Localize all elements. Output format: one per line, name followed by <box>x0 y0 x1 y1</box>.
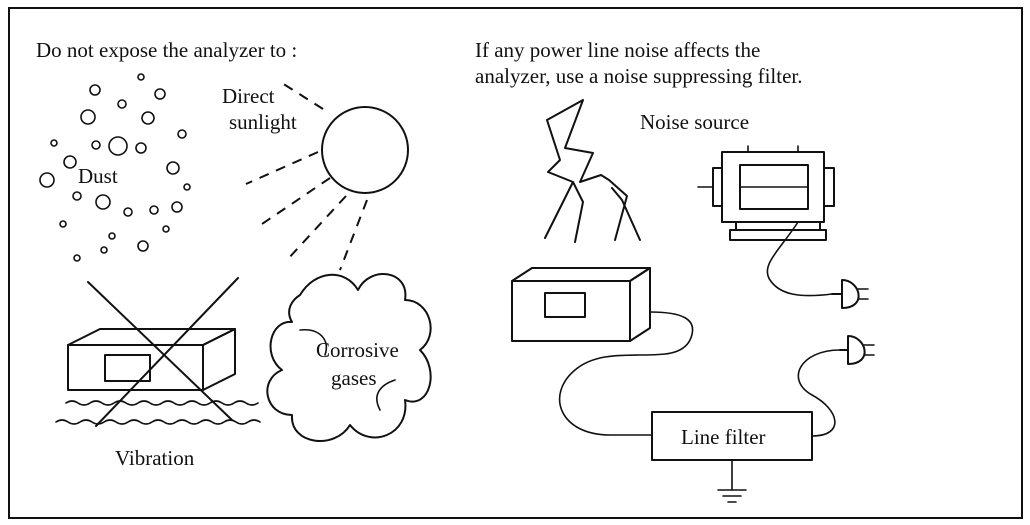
analyzer-cable <box>558 311 694 436</box>
direct-sunlight-label-2: sunlight <box>229 110 297 134</box>
gas-cloud-icon <box>266 273 432 442</box>
dust-label: Dust <box>78 164 118 188</box>
diagram-frame <box>8 7 1023 519</box>
dust-particles <box>39 73 191 262</box>
noise-source-label: Noise source <box>640 110 749 134</box>
sun-rays <box>245 82 368 271</box>
right-heading-line-1: If any power line noise affects the <box>475 38 760 62</box>
vibrating-analyzer-icon <box>67 328 236 391</box>
direct-sunlight-label-1: Direct <box>222 84 275 108</box>
lightning-bolt-icon <box>544 99 641 243</box>
analyzer-icon <box>511 267 651 342</box>
sun-icon <box>321 106 409 194</box>
vibration-waves-icon <box>55 400 261 425</box>
plug-icon-upper <box>831 279 869 309</box>
motor-icon <box>697 145 835 241</box>
corrosive-label-1: Corrosive <box>316 338 399 362</box>
prohibited-cross-icon <box>87 277 239 427</box>
right-heading-line-2: analyzer, use a noise suppressing filter… <box>475 64 802 88</box>
corrosive-label-2: gases <box>331 366 377 390</box>
left-heading: Do not expose the analyzer to : <box>36 38 297 62</box>
ground-icon <box>717 459 747 503</box>
filter-cable <box>797 349 841 437</box>
plug-icon-lower <box>839 335 875 365</box>
motor-cable <box>766 221 833 297</box>
line-filter-label: Line filter <box>681 425 766 449</box>
vibration-label: Vibration <box>115 446 195 470</box>
